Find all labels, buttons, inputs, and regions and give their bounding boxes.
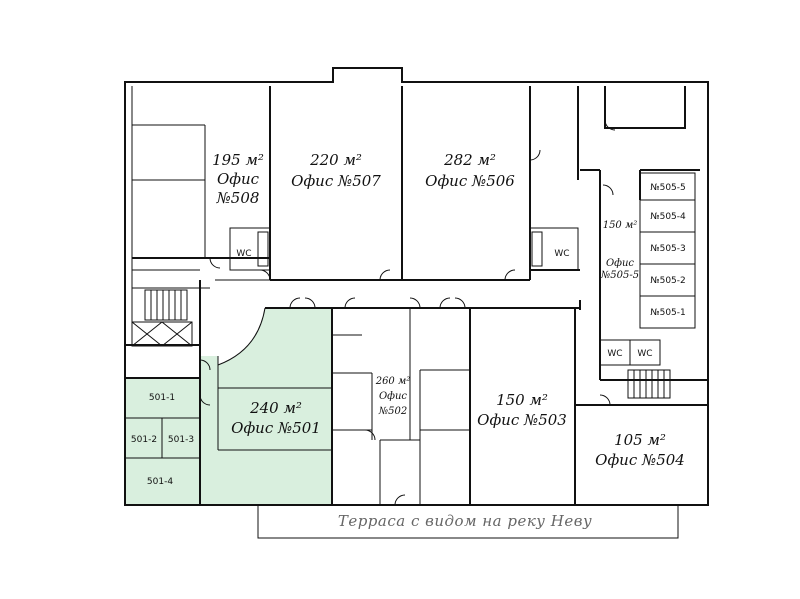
- room-501-1-label[interactable]: 501-1: [149, 393, 175, 403]
- outer-walls: [124, 67, 709, 506]
- wc-label-507: WC: [236, 249, 251, 259]
- office-506-name: Офис №506: [425, 172, 515, 190]
- stair-left: [125, 289, 200, 347]
- office-506-area: 282 м²: [443, 151, 496, 169]
- office-502-name: Офис: [379, 391, 407, 402]
- office-505-5-number: №505-5: [600, 270, 639, 281]
- office-502-label[interactable]: 260 м² Офис №502: [375, 376, 411, 417]
- door-swings: [199, 119, 616, 506]
- office-501-area: 240 м²: [249, 399, 302, 417]
- stair-right: [627, 369, 671, 399]
- wc-label-506: WC: [554, 249, 569, 259]
- office-503-area: 150 м²: [496, 391, 548, 409]
- office-502-area: 260 м²: [375, 376, 411, 387]
- office-503-name: Офис №503: [477, 411, 567, 429]
- wc-fixtures: [257, 231, 543, 267]
- right-walls: [575, 86, 708, 406]
- office-508-number: №508: [216, 189, 260, 207]
- office-507-label[interactable]: 220 м² Офис №507: [291, 151, 381, 190]
- office-501-highlight[interactable]: [125, 308, 332, 504]
- office-508-name: Офис: [217, 170, 260, 188]
- room-505-3-label[interactable]: №505-3: [650, 244, 686, 254]
- terrace-label: Терраса с видом на реку Неву: [338, 512, 592, 530]
- middle-walls: [125, 280, 580, 505]
- office-508-label[interactable]: 195 м² Офис №508: [212, 151, 264, 207]
- top-walls: [132, 86, 580, 289]
- office-504-label[interactable]: 105 м² Офис №504: [595, 431, 685, 469]
- wc-label-505-b: WC: [637, 349, 652, 359]
- room-501-2-label[interactable]: 501-2: [131, 435, 157, 445]
- room-505-5-label[interactable]: №505-5: [650, 183, 686, 193]
- office-507-area: 220 м²: [309, 151, 362, 169]
- office-501-name: Офис №501: [231, 419, 321, 437]
- room-505-2-label[interactable]: №505-2: [650, 276, 686, 286]
- wc-label-505-a: WC: [607, 349, 622, 359]
- office-505-5-area: 150 м²: [603, 220, 638, 231]
- room-501-4-label[interactable]: 501-4: [147, 477, 173, 487]
- office-504-area: 105 м²: [614, 431, 666, 449]
- office-505-5-label[interactable]: 150 м² Офис №505-5: [600, 220, 639, 281]
- office-504-name: Офис №504: [595, 451, 685, 469]
- office-505-5-name: Офис: [606, 258, 634, 269]
- office-507-name: Офис №507: [291, 172, 381, 190]
- office-508-area: 195 м²: [212, 151, 264, 169]
- room-505-1-label[interactable]: №505-1: [650, 308, 686, 318]
- office-501-label[interactable]: 240 м² Офис №501: [231, 399, 321, 437]
- office-502-number: №502: [378, 406, 408, 417]
- room-501-3-label[interactable]: 501-3: [168, 435, 194, 445]
- room-505-4-label[interactable]: №505-4: [650, 212, 686, 222]
- office-506-label[interactable]: 282 м² Офис №506: [425, 151, 515, 190]
- office-503-label[interactable]: 150 м² Офис №503: [477, 391, 567, 429]
